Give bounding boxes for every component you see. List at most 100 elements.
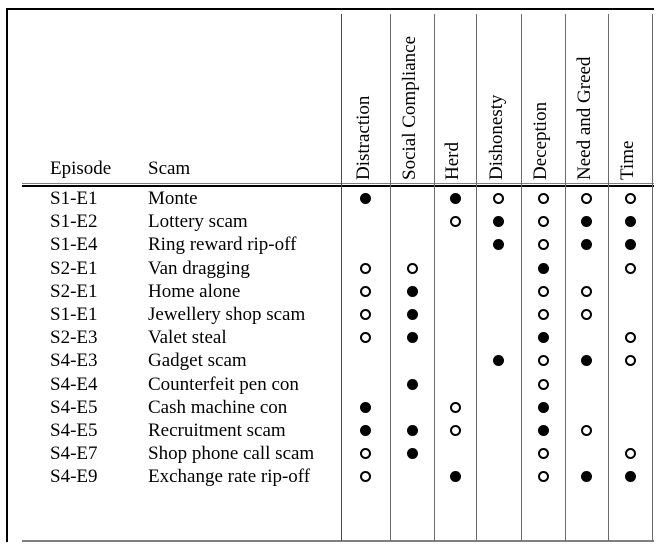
cell-scam: Cash machine con: [148, 396, 288, 418]
marker-filled-icon: [624, 239, 636, 251]
marker-none-icon: [450, 332, 461, 343]
cell-scam: Jewellery shop scam: [148, 303, 306, 325]
cell-marker: [565, 442, 608, 465]
marker-open-icon: [449, 424, 461, 436]
cell-marker: [476, 257, 521, 280]
cell-marker: [608, 419, 652, 442]
cell-marker: [565, 349, 608, 372]
cell-scam: Gadget scam: [148, 350, 247, 372]
cell-marker: [341, 257, 390, 280]
cell-marker: [434, 419, 476, 442]
cell-marker: [565, 280, 608, 303]
cell-marker: [476, 233, 521, 256]
cell-episode: S4-E5: [50, 396, 98, 418]
cell-marker: [565, 187, 608, 210]
column-separator: [390, 14, 391, 541]
cell-marker: [341, 233, 390, 256]
cell-marker: [390, 373, 434, 396]
column-header-label: Herd: [442, 142, 463, 180]
marker-open-icon: [360, 309, 371, 321]
column-separator: [608, 14, 609, 541]
cell-marker: [341, 419, 390, 442]
marker-filled-icon: [581, 216, 592, 228]
cell-scam: Counterfeit pen con: [148, 373, 299, 395]
cell-marker: [390, 210, 434, 233]
cell-episode: S1-E4: [50, 234, 98, 256]
marker-none-icon: [493, 309, 504, 320]
column-header-label: Distraction: [352, 95, 374, 180]
cell-marker: [434, 303, 476, 326]
cell-marker: [608, 280, 652, 303]
marker-filled-icon: [449, 193, 461, 205]
cell-marker: [521, 396, 565, 419]
marker-none-icon: [450, 355, 461, 366]
cell-marker: [434, 187, 476, 210]
cell-episode: S4-E3: [50, 350, 98, 372]
cell-marker: [565, 419, 608, 442]
cell-episode: S4-E9: [50, 466, 98, 488]
column-header-label: Need and Greed: [573, 56, 595, 180]
marker-none-icon: [450, 309, 461, 320]
marker-filled-icon: [537, 401, 549, 413]
column-header-time: Time: [608, 14, 652, 180]
cell-marker: [565, 465, 608, 488]
table-bottom-rule: [22, 540, 654, 542]
marker-none-icon: [625, 379, 636, 390]
column-header-social-compliance: Social Compliance: [390, 14, 434, 180]
marker-open-icon: [449, 216, 461, 228]
marker-filled-icon: [493, 355, 504, 367]
marker-none-icon: [493, 425, 504, 436]
column-header-herd: Herd: [434, 14, 476, 180]
marker-none-icon: [581, 448, 592, 459]
cell-marker: [521, 303, 565, 326]
marker-open-icon: [537, 448, 549, 460]
marker-none-icon: [450, 448, 461, 459]
cell-marker: [476, 187, 521, 210]
cell-marker: [341, 465, 390, 488]
marker-open-icon: [537, 378, 549, 390]
cell-marker: [608, 257, 652, 280]
marker-none-icon: [407, 216, 418, 227]
marker-open-icon: [406, 262, 418, 274]
marker-none-icon: [625, 402, 636, 413]
marker-filled-icon: [406, 378, 418, 390]
marker-filled-icon: [406, 285, 418, 297]
marker-none-icon: [407, 355, 418, 366]
cell-marker: [434, 326, 476, 349]
marker-filled-icon: [624, 471, 636, 483]
marker-open-icon: [581, 193, 592, 205]
cell-marker: [390, 257, 434, 280]
column-header-deception: Deception: [521, 14, 565, 180]
cell-scam: Monte: [148, 188, 198, 209]
cell-marker: [565, 326, 608, 349]
cell-marker: [565, 210, 608, 233]
cell-marker: [341, 326, 390, 349]
marker-filled-icon: [581, 471, 592, 483]
marker-filled-icon: [537, 424, 549, 436]
table-row: S1-E1 Monte: [0, 187, 661, 210]
marker-none-icon: [493, 332, 504, 343]
marker-open-icon: [624, 448, 636, 460]
cell-marker: [521, 187, 565, 210]
cell-marker: [608, 373, 652, 396]
cell-marker: [390, 233, 434, 256]
marker-filled-icon: [360, 193, 371, 205]
marker-open-icon: [537, 285, 549, 297]
cell-episode: S1-E1: [50, 188, 98, 209]
cell-marker: [476, 396, 521, 419]
cell-marker: [476, 373, 521, 396]
cell-marker: [390, 349, 434, 372]
marker-filled-icon: [581, 355, 592, 367]
marker-none-icon: [493, 379, 504, 390]
cell-episode: S4-E5: [50, 419, 98, 441]
cell-marker: [341, 280, 390, 303]
marker-open-icon: [537, 309, 549, 321]
cell-marker: [476, 303, 521, 326]
cell-marker: [565, 373, 608, 396]
marker-open-icon: [624, 193, 636, 205]
marker-open-icon: [360, 448, 371, 460]
marker-open-icon: [581, 285, 592, 297]
